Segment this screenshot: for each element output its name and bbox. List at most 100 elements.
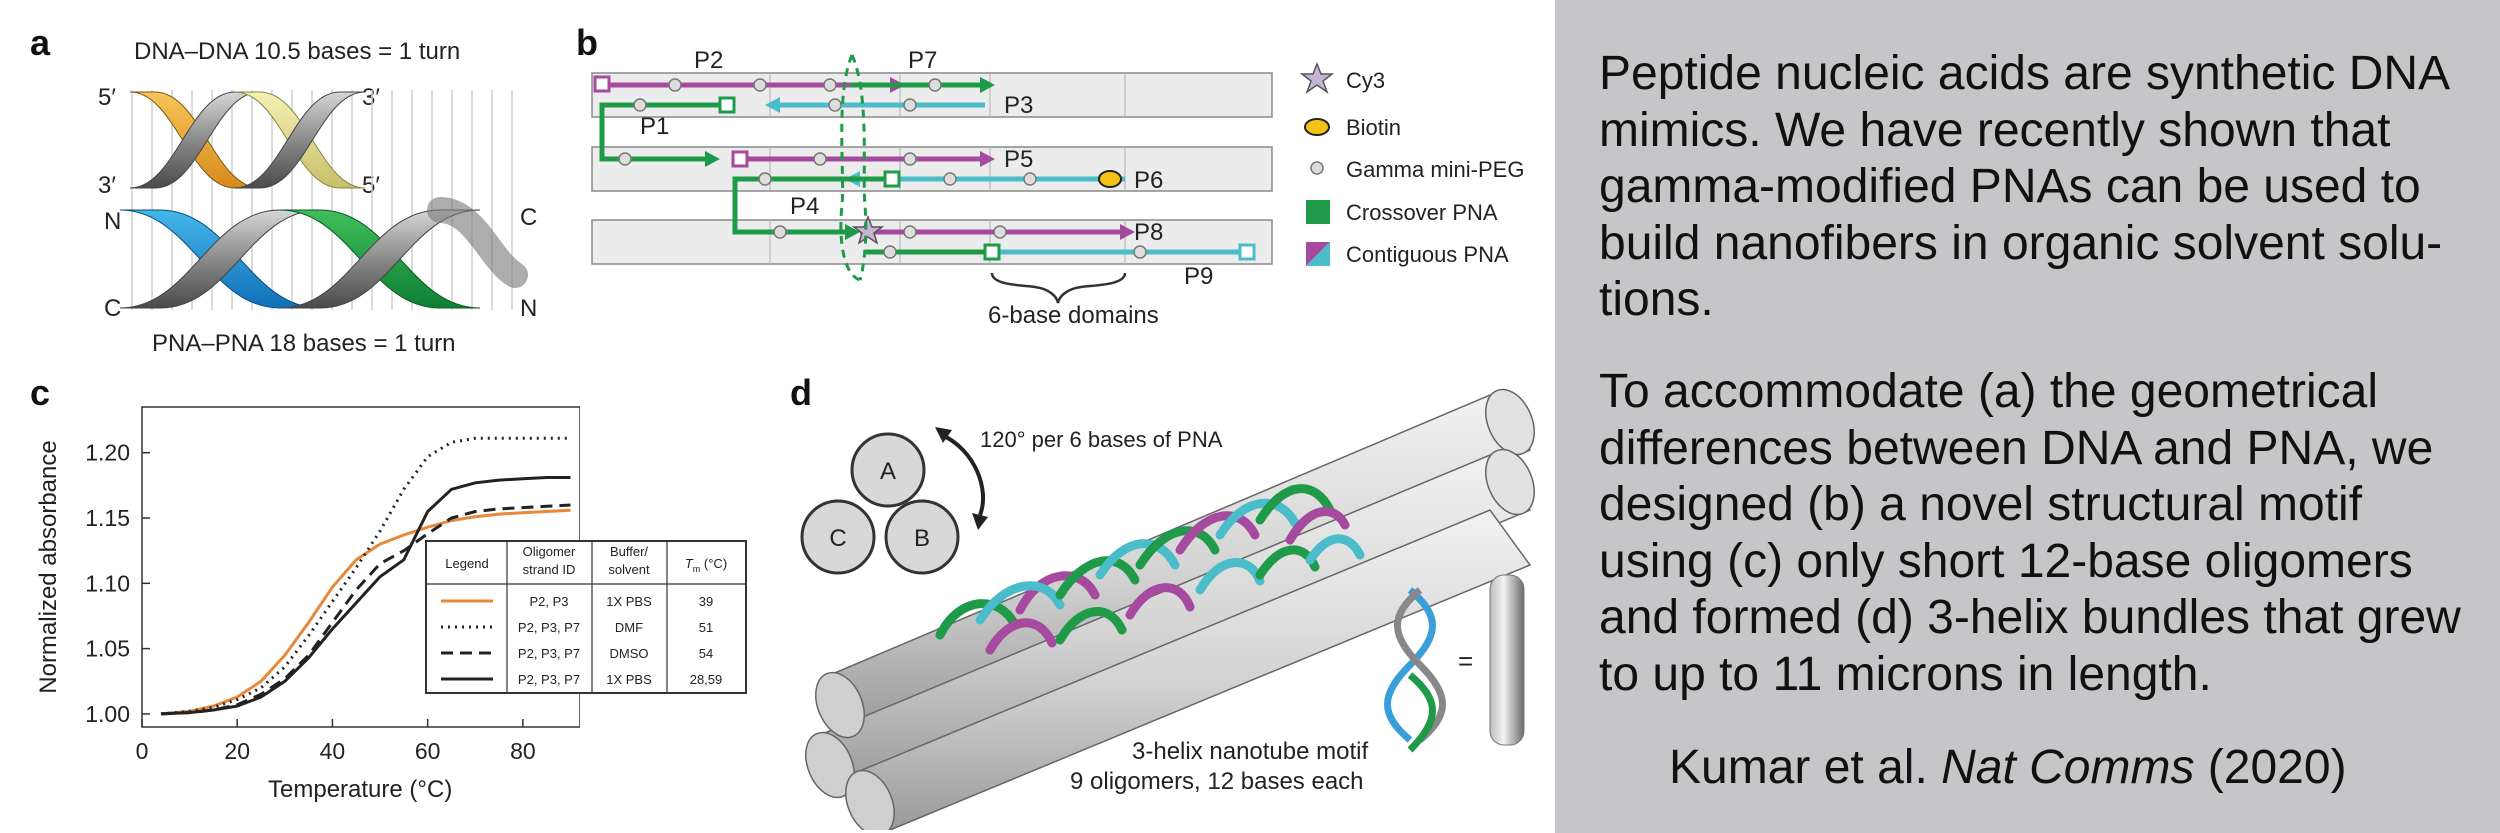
dna-duplex bbox=[129, 91, 366, 189]
helix-comparison-diagram bbox=[120, 90, 528, 310]
legend-row-tm: 39 bbox=[699, 594, 713, 609]
x-axis-label: Temperature (°C) bbox=[268, 776, 452, 803]
summary-text-panel: Peptide nucleic acids are synthetic DNA … bbox=[1555, 0, 2500, 833]
melting-curve-chart: 1.00 1.05 1.10 1.15 1.20 0 20 40 60 80 Temperatu… bbox=[35, 406, 580, 803]
pna-caption: PNA–PNA 18 bases = 1 turn bbox=[152, 330, 456, 357]
domains-caption: 6-base domains bbox=[988, 302, 1159, 329]
mini-peg-dots bbox=[618, 78, 1147, 259]
legend-row-strands: P2, P3 bbox=[529, 594, 568, 609]
series-line-2 bbox=[160, 436, 571, 716]
legend-row-tm: 28,59 bbox=[690, 672, 723, 687]
table-header-tm: Tm (°C) bbox=[685, 556, 727, 574]
pna-end-n-left: N bbox=[104, 208, 122, 235]
strand-label-p3: P3 bbox=[1004, 92, 1034, 119]
biotin-legend-icon bbox=[1304, 118, 1330, 136]
cy3-legend-icon bbox=[1300, 62, 1334, 94]
helix-icon bbox=[1384, 587, 1446, 753]
biotin-marker bbox=[1098, 170, 1122, 188]
citation-journal: Nat Comms bbox=[1941, 741, 2195, 794]
dna-end-5-right: 5′ bbox=[362, 172, 380, 199]
series-line-4 bbox=[160, 476, 571, 716]
helix-label-b: B bbox=[914, 525, 930, 552]
summary-paragraph-1: Peptide nucleic acids are synthetic DNA … bbox=[1599, 47, 2451, 326]
panel-a-label: a bbox=[30, 22, 51, 63]
panel-c-label: c bbox=[30, 372, 51, 413]
contiguous-legend-swatch bbox=[1306, 242, 1330, 266]
legend-contiguous: Contiguous PNA bbox=[1346, 242, 1509, 267]
y-axis-ticks: 1.00 1.05 1.10 1.15 1.20 bbox=[85, 440, 150, 727]
citation: Kumar et al. Nat Comms (2020) bbox=[1669, 740, 2347, 795]
equals-sign: = bbox=[1458, 646, 1473, 676]
y-tick-label: 1.00 bbox=[85, 701, 130, 727]
y-tick-label: 1.05 bbox=[85, 636, 130, 662]
summary-paragraph-2: To accommodate (a) the geometrical diffe… bbox=[1599, 365, 2461, 701]
rotation-caption: 120° per 6 bases of PNA bbox=[980, 427, 1223, 452]
legend-row-strands: P2, P3, P7 bbox=[518, 646, 580, 661]
legend-row-buffer: DMF bbox=[615, 620, 643, 635]
legend-row-buffer: DMSO bbox=[610, 646, 649, 661]
x-tick-label: 60 bbox=[415, 738, 441, 764]
citation-authors: Kumar et al. bbox=[1669, 741, 1942, 794]
table-header-strand-line2: strand ID bbox=[523, 562, 576, 577]
rotation-arrow-head-top bbox=[935, 427, 952, 443]
green-arrowheads bbox=[705, 77, 995, 240]
table-header-tm-sub: m bbox=[693, 564, 701, 574]
figure-panels: a DNA–DNA 10.5 bases = 1 turn PNA–PNA 18… bbox=[30, 22, 1535, 830]
legend-crossover: Crossover PNA bbox=[1346, 200, 1498, 225]
x-tick-label: 20 bbox=[224, 738, 250, 764]
mini-peg-legend-icon bbox=[1310, 161, 1324, 175]
x-tick-label: 40 bbox=[320, 738, 346, 764]
y-tick-label: 1.15 bbox=[85, 505, 130, 531]
helix-label-a: A bbox=[880, 458, 896, 485]
series-line-3 bbox=[160, 503, 571, 716]
rotation-arrow bbox=[941, 433, 986, 516]
crossover-legend-swatch bbox=[1306, 200, 1330, 224]
domain-brace bbox=[990, 272, 1127, 304]
helix-tracks bbox=[591, 72, 1273, 265]
pna-end-c-right: C bbox=[520, 204, 538, 231]
legend-table-svg: Legend Oligomer strand ID Buffer/ solven… bbox=[427, 542, 745, 692]
x-tick-label: 0 bbox=[136, 738, 149, 764]
citation-year: (2020) bbox=[2194, 741, 2347, 794]
series-line-1 bbox=[160, 508, 571, 716]
track-dividers bbox=[769, 73, 1126, 264]
strand-label-p5: P5 bbox=[1004, 146, 1034, 173]
rotation-arrow-head-bottom bbox=[972, 513, 988, 530]
strand-label-p6: P6 bbox=[1134, 167, 1164, 194]
crossover-dashed-outline bbox=[839, 54, 868, 282]
table-header-strand-line1: Oligomer bbox=[523, 544, 576, 559]
strand-label-p9: P9 bbox=[1184, 263, 1214, 290]
legend-mini-peg: Gamma mini-PEG bbox=[1346, 157, 1525, 182]
y-tick-label: 1.20 bbox=[85, 440, 130, 466]
legend-row-buffer: 1X PBS bbox=[606, 594, 652, 609]
cy3-marker bbox=[851, 214, 885, 245]
panel-b-label: b bbox=[576, 22, 598, 63]
strand-label-p4: P4 bbox=[790, 193, 820, 220]
y-tick-label: 1.10 bbox=[85, 570, 130, 596]
legend-row-tm: 51 bbox=[699, 620, 713, 635]
dna-end-5-left: 5′ bbox=[98, 84, 116, 111]
strand-label-p1: P1 bbox=[640, 113, 670, 140]
legend-row-strands: P2, P3, P7 bbox=[518, 672, 580, 687]
pna-end-n-right: N bbox=[520, 295, 538, 322]
helix-label-c: C bbox=[829, 525, 846, 552]
x-tick-label: 80 bbox=[510, 738, 536, 764]
pna-duplex bbox=[120, 197, 528, 309]
strand-end-squares bbox=[593, 75, 1256, 261]
strand-layout-diagram bbox=[591, 54, 1273, 304]
strand-label-p2: P2 bbox=[694, 47, 724, 74]
x-axis-ticks: 0 20 40 60 80 bbox=[136, 719, 536, 764]
motif-caption-line2: 9 oligomers, 12 bases each bbox=[1070, 768, 1364, 795]
cyan-strands bbox=[780, 102, 1250, 255]
dna-end-3-left: 3′ bbox=[98, 172, 116, 199]
table-header-buffer-line2: solvent bbox=[608, 562, 650, 577]
legend-row-tm: 54 bbox=[699, 646, 713, 661]
melting-legend-table: Legend Oligomer strand ID Buffer/ solven… bbox=[425, 540, 747, 694]
legend-cy3: Cy3 bbox=[1346, 68, 1386, 93]
strand-label-p7: P7 bbox=[908, 47, 938, 74]
legend-biotin: Biotin bbox=[1346, 115, 1402, 140]
cross-section-circles bbox=[800, 432, 960, 575]
pna-strand-ribbons bbox=[935, 484, 1365, 655]
legend-row-buffer: 1X PBS bbox=[606, 672, 652, 687]
